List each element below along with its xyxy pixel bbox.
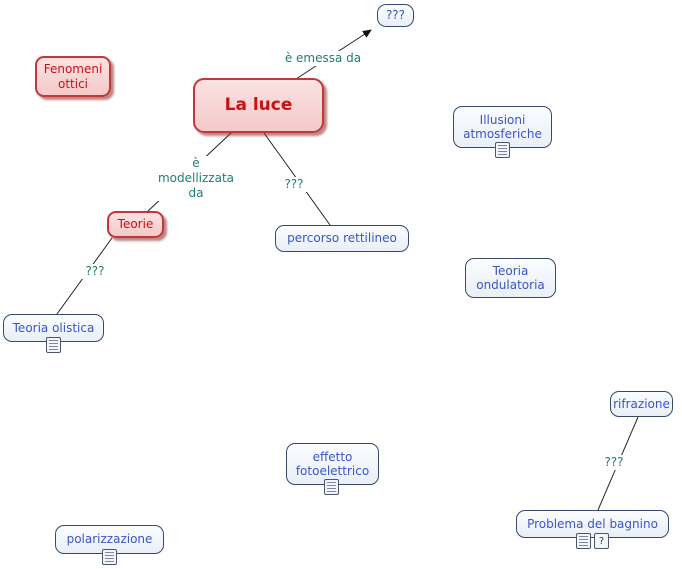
question-icon[interactable]: ? — [594, 533, 609, 549]
node-illusioni-atmosferiche[interactable]: Illusioni atmosferiche — [453, 106, 552, 148]
node-label: ??? — [385, 8, 406, 23]
node-label: Illusioni atmosferiche — [463, 112, 542, 141]
node-label: Teoria ondulatoria — [476, 263, 545, 292]
node-percorso-rettilineo[interactable]: percorso rettilineo — [275, 225, 409, 252]
node-label: rifrazione — [613, 396, 670, 411]
linking-phrase-unknown-percorso[interactable]: ??? — [281, 177, 307, 192]
node-rifrazione[interactable]: rifrazione — [610, 391, 673, 417]
node-label: Teoria olistica — [12, 320, 95, 335]
question-glyph: ? — [598, 535, 605, 547]
document-lines — [579, 536, 588, 546]
document-lines — [49, 340, 58, 350]
document-icon[interactable] — [324, 479, 339, 495]
node-label: percorso rettilineo — [287, 231, 397, 246]
node-problema-del-bagnino[interactable]: Problema del bagnino — [516, 510, 669, 538]
document-lines — [498, 145, 507, 155]
node-label: Fenomeni ottici — [43, 62, 103, 91]
linking-phrase-unknown-olistica[interactable]: ??? — [82, 264, 108, 279]
node-effetto-fotoelettrico[interactable]: effetto fotoelettrico — [286, 443, 379, 485]
linking-phrase-e-emessa-da[interactable]: è emessa da — [281, 51, 365, 66]
node-teorie[interactable]: Teorie — [107, 211, 164, 238]
document-icon[interactable] — [495, 142, 510, 158]
linking-phrase-e-modellizzata-da[interactable]: è modellizzata da — [154, 156, 238, 201]
node-la-luce[interactable]: La luce — [193, 78, 324, 133]
node-label: Teorie — [117, 217, 154, 232]
document-icon[interactable] — [46, 337, 61, 353]
node-label: polarizzazione — [66, 532, 153, 547]
document-icon[interactable] — [576, 533, 591, 549]
linking-phrase-unknown-bagnino[interactable]: ??? — [601, 455, 627, 470]
document-lines — [105, 552, 114, 562]
document-lines — [327, 482, 336, 492]
node-fenomeni-ottici[interactable]: Fenomeni ottici — [35, 56, 111, 97]
node-label: effetto fotoelettrico — [295, 449, 370, 478]
node-label: Problema del bagnino — [527, 516, 658, 531]
node-label: La luce — [224, 95, 293, 116]
document-icon[interactable] — [102, 549, 117, 565]
node-teoria-ondulatoria[interactable]: Teoria ondulatoria — [465, 258, 556, 298]
node-unknown-top[interactable]: ??? — [377, 4, 414, 27]
